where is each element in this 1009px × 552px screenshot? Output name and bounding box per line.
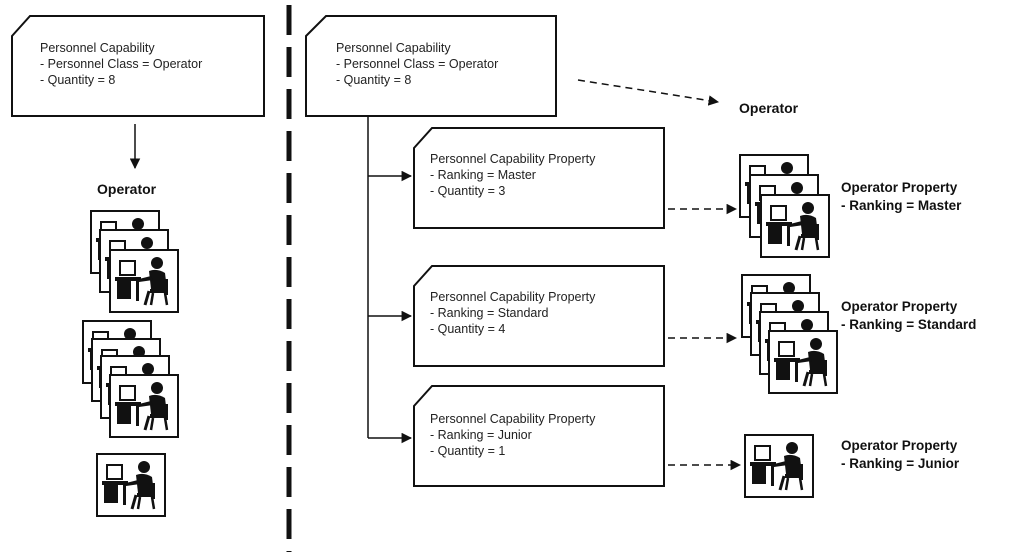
- left-operator-single: [96, 453, 166, 517]
- property-standard-text: Personnel Capability Property - Ranking …: [430, 289, 595, 337]
- property-box-junior: [413, 385, 665, 487]
- left-capability-title: Personnel Capability: [40, 41, 155, 55]
- right-capability-text: Personnel Capability - Personnel Class =…: [336, 40, 498, 88]
- operator-property-junior-ranking: - Ranking = Junior: [841, 456, 960, 471]
- left-operator-heading: Operator: [97, 181, 157, 197]
- property-standard-title: Personnel Capability Property: [430, 290, 596, 304]
- right-capability-title: Personnel Capability: [336, 41, 451, 55]
- operator-property-master-title: Operator Property: [841, 180, 958, 195]
- capability-to-operator-arrow: [577, 79, 720, 106]
- operator-property-junior: Operator Property - Ranking = Junior: [841, 437, 959, 473]
- property-junior-ranking: - Ranking = Junior: [430, 428, 532, 442]
- left-operator-stack-3: [90, 210, 179, 313]
- right-capability-box: [305, 15, 557, 117]
- property-standard-quantity: - Quantity = 4: [430, 322, 506, 336]
- left-capability-text: Personnel Capability - Personnel Class =…: [40, 40, 202, 88]
- right-operator-heading: Operator: [739, 100, 799, 116]
- left-capability-class: - Personnel Class = Operator: [40, 57, 203, 71]
- operator-property-standard: Operator Property - Ranking = Standard: [841, 298, 976, 334]
- property-box-standard: [413, 265, 665, 367]
- property-master-text: Personnel Capability Property - Ranking …: [430, 151, 595, 199]
- property-master-quantity: - Quantity = 3: [430, 184, 506, 198]
- property-master-ranking: - Ranking = Master: [430, 168, 536, 182]
- right-capability-quantity: - Quantity = 8: [336, 73, 412, 87]
- property-junior-title: Personnel Capability Property: [430, 412, 596, 426]
- right-capability-class: - Personnel Class = Operator: [336, 57, 499, 71]
- operator-property-master-ranking: - Ranking = Master: [841, 198, 962, 213]
- operator-property-standard-ranking: - Ranking = Standard: [841, 317, 977, 332]
- master-operator-stack: [739, 154, 830, 258]
- property-junior-quantity: - Quantity = 1: [430, 444, 506, 458]
- property-junior-text: Personnel Capability Property - Ranking …: [430, 411, 595, 459]
- standard-operator-stack: [741, 274, 838, 394]
- left-operator-stack-4: [82, 320, 179, 438]
- junior-operator-single: [744, 434, 814, 498]
- left-capability-quantity: - Quantity = 8: [40, 73, 116, 87]
- property-box-master: [413, 127, 665, 229]
- property-master-title: Personnel Capability Property: [430, 152, 596, 166]
- operator-property-standard-title: Operator Property: [841, 299, 958, 314]
- operator-property-junior-title: Operator Property: [841, 438, 958, 453]
- property-standard-ranking: - Ranking = Standard: [430, 306, 549, 320]
- left-capability-box: [11, 15, 265, 117]
- operator-property-master: Operator Property - Ranking = Master: [841, 179, 961, 215]
